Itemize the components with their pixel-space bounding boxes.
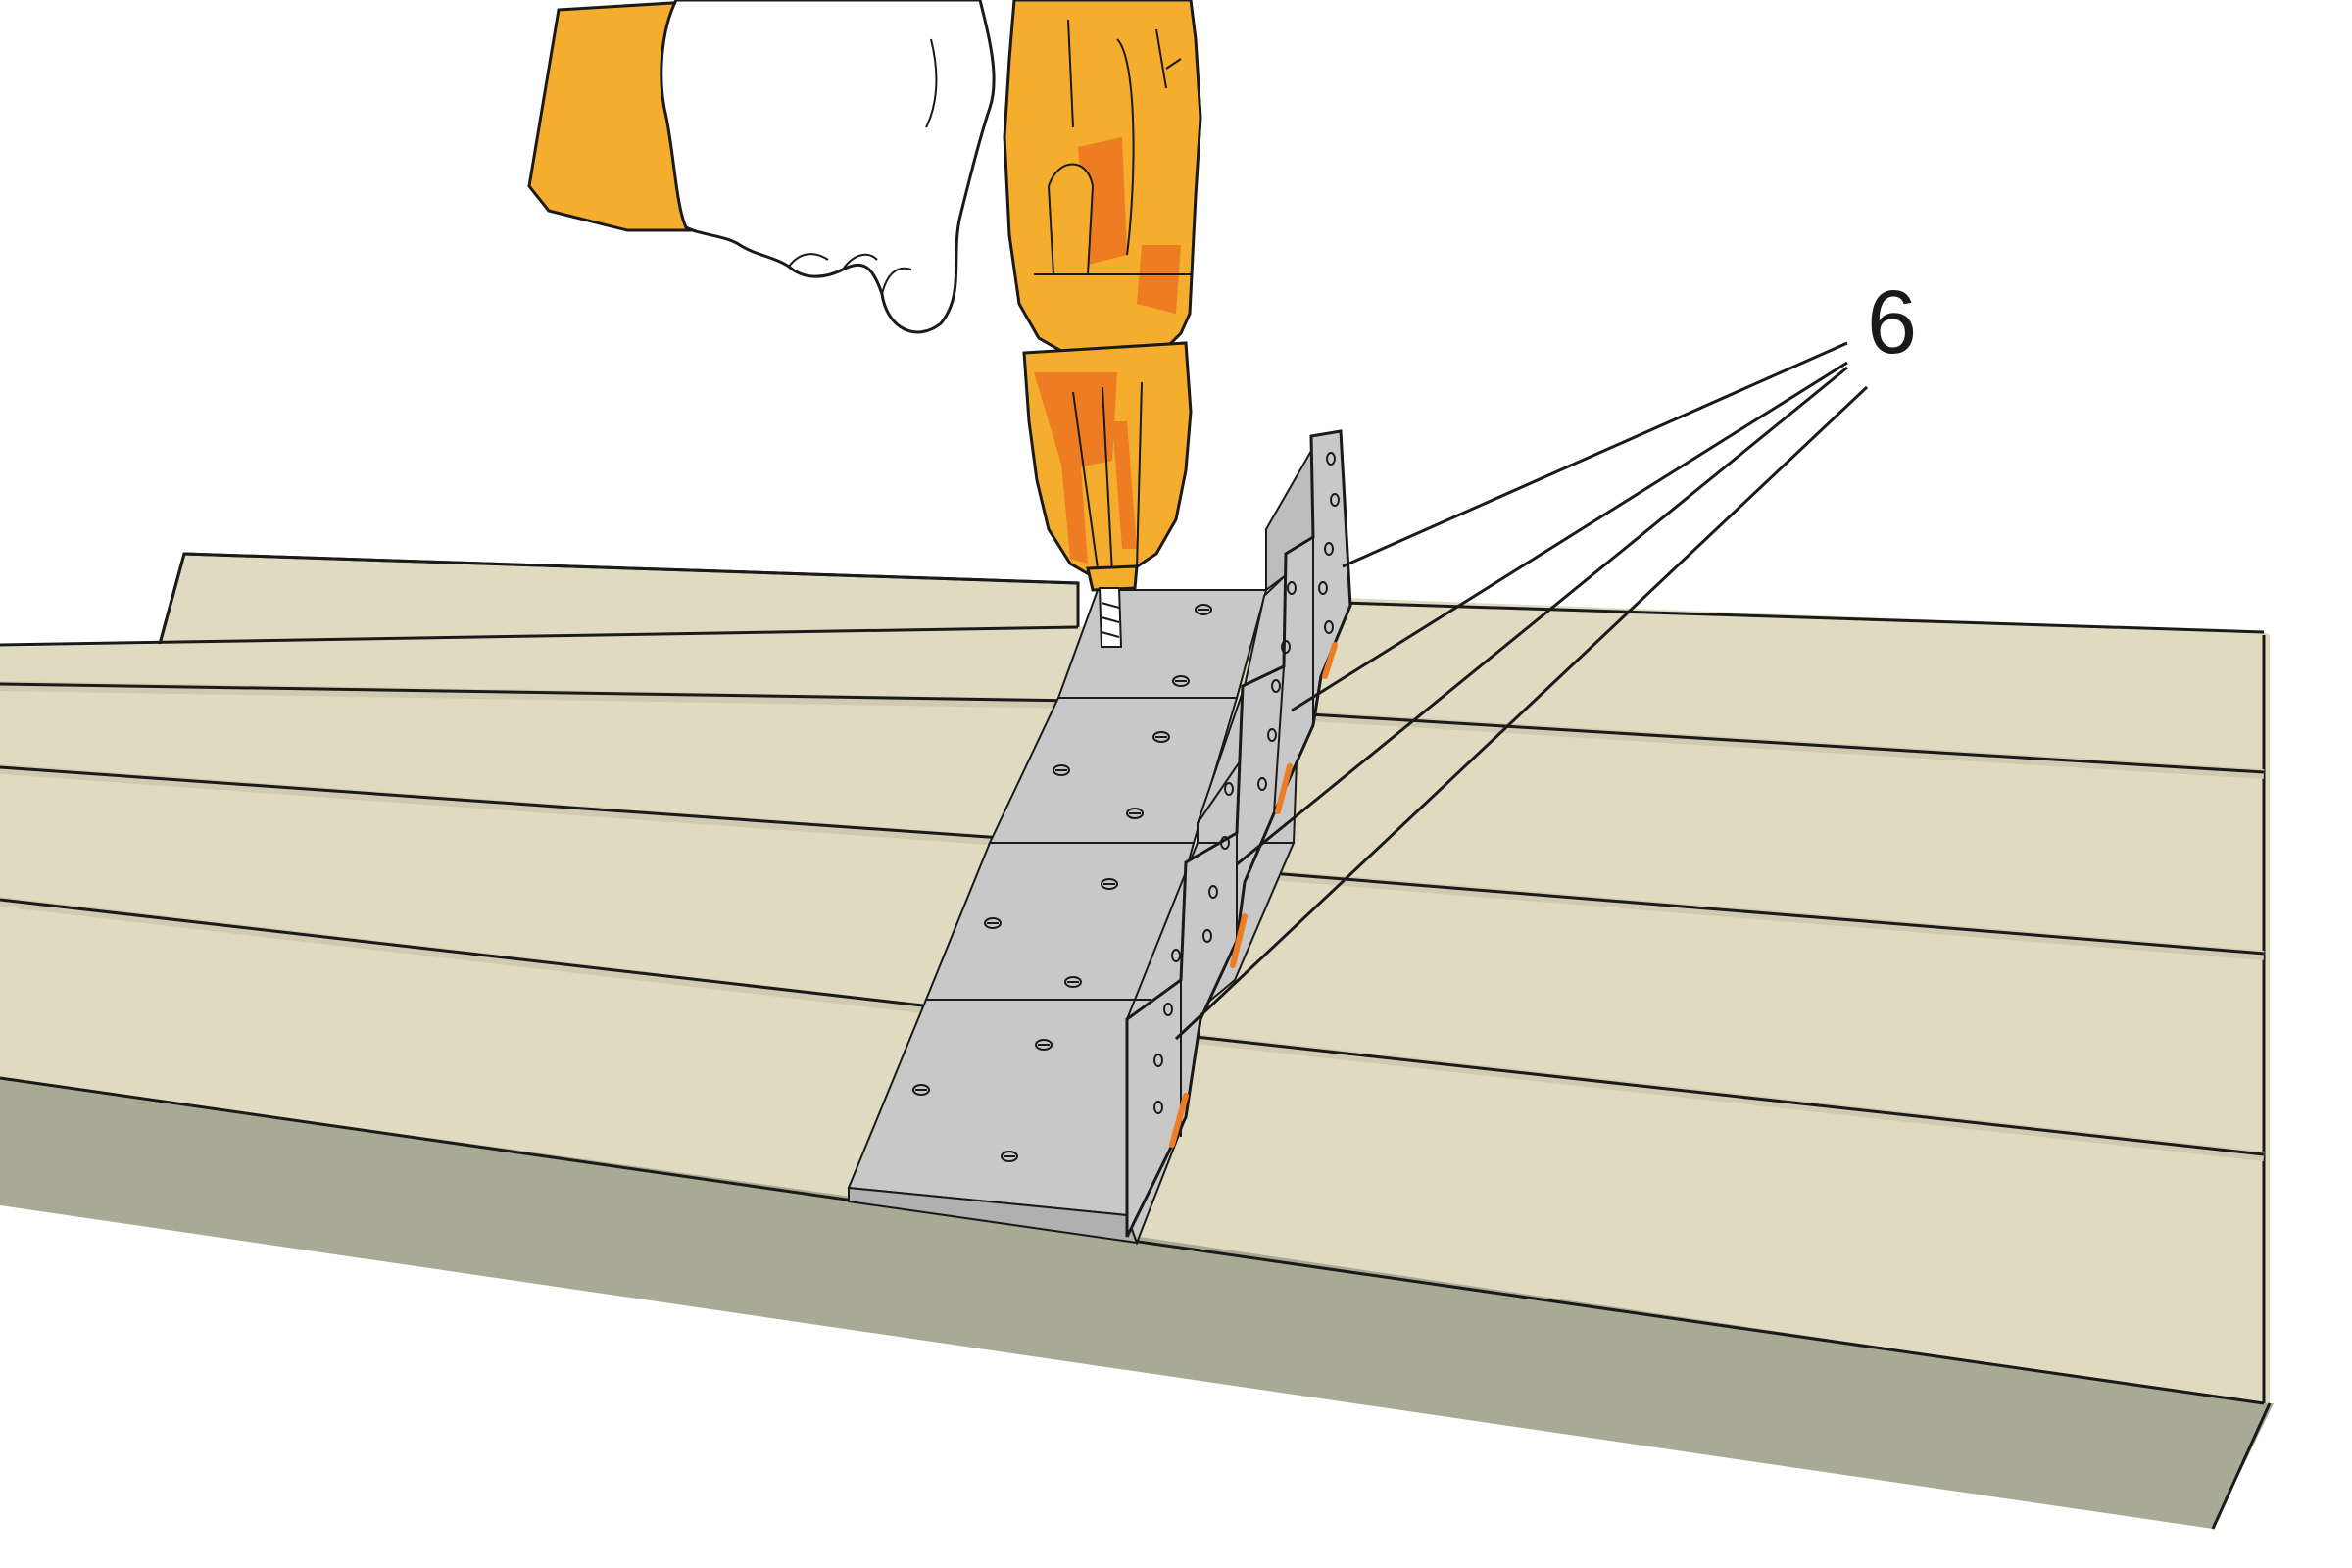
screw-icon	[912, 1084, 930, 1096]
screw-icon	[1126, 808, 1144, 819]
screw-icon	[1195, 604, 1212, 615]
deck-top-edge	[0, 625, 1079, 647]
screw-icon	[1064, 976, 1082, 988]
leader-line	[1174, 385, 1869, 1041]
sealant-marks	[1169, 642, 1338, 1148]
glove-hand	[660, 0, 996, 334]
deck-seams	[0, 681, 2265, 1161]
leader-line	[1291, 361, 1848, 712]
screw-icon	[1053, 764, 1070, 776]
screw-icon	[984, 917, 1002, 929]
screw-icon	[1035, 1039, 1053, 1051]
leader-line	[1342, 341, 1848, 568]
deck-front-fascia	[0, 1078, 2274, 1529]
plate-horizontal-1	[1056, 589, 1268, 699]
screw-icon	[1172, 675, 1190, 687]
drill-nose	[1086, 564, 1139, 592]
screw-icon	[1001, 1151, 1018, 1162]
upstand-holes	[1153, 452, 1340, 1114]
power-drill-icon	[1003, 0, 1202, 648]
callout-number: 6	[1867, 272, 1917, 372]
screw-icon	[1101, 878, 1118, 890]
callout-6: 6	[1174, 272, 1917, 1041]
gloved-hand-icon	[527, 0, 996, 334]
leader-lines	[1174, 341, 1869, 1041]
leader-line	[1236, 366, 1848, 866]
screw-icon-group	[912, 604, 1212, 1162]
screw-icon	[1152, 731, 1170, 743]
